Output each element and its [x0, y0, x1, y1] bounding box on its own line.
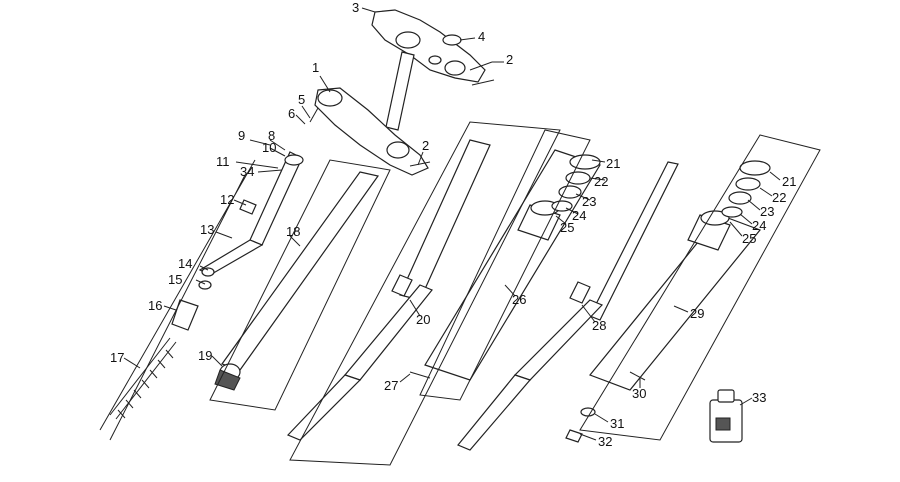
label-9: 9: [238, 128, 245, 143]
nut-part-4: [442, 34, 462, 46]
label-25-left: 25: [560, 220, 574, 235]
label-30: 30: [632, 386, 646, 401]
label-22-left: 22: [594, 174, 608, 189]
label-19: 19: [198, 348, 212, 363]
part-labels: 3 4 2 1 2 5 6 8 9 10 11 34 12 13 14 15 1…: [110, 0, 796, 449]
label-23-right: 23: [760, 204, 774, 219]
label-2-top: 2: [506, 52, 513, 67]
spacer-part-16: [171, 299, 199, 331]
label-20: 20: [416, 312, 430, 327]
label-17: 17: [110, 350, 124, 365]
label-24-left: 24: [572, 208, 586, 223]
label-31: 31: [610, 416, 624, 431]
lower-triple-clamp: [314, 87, 429, 176]
slider-part-29: [589, 210, 761, 391]
label-4: 4: [478, 29, 485, 44]
bolt-part-5: [309, 107, 319, 123]
outer-tube-part-18: [214, 171, 380, 391]
label-3: 3: [352, 0, 359, 15]
label-21-right: 21: [782, 174, 796, 189]
leader-lines: [123, 7, 781, 441]
bolt-part-2-lower: [409, 161, 431, 167]
oil-bottle-part-33: [709, 389, 743, 443]
label-16: 16: [148, 298, 162, 313]
bolt-part-32: [565, 429, 583, 443]
label-1: 1: [312, 60, 319, 75]
label-28: 28: [592, 318, 606, 333]
label-25-right: 25: [742, 231, 756, 246]
label-5: 5: [298, 92, 305, 107]
label-22-right: 22: [772, 190, 786, 205]
upper-triple-clamp: [371, 9, 486, 83]
fork-tube-part-13: [198, 151, 304, 276]
label-33: 33: [752, 390, 766, 405]
steering-stem: [385, 51, 415, 131]
label-12: 12: [220, 192, 234, 207]
screw-part-27: [409, 371, 431, 379]
bolts-part-2-top: [469, 61, 495, 86]
label-23-left: 23: [582, 194, 596, 209]
label-21-left: 21: [606, 156, 620, 171]
label-24-right: 24: [752, 218, 766, 233]
label-15: 15: [168, 272, 182, 287]
label-27: 27: [384, 378, 398, 393]
label-8: 8: [268, 128, 275, 143]
screw-part-30: [629, 371, 646, 381]
label-26: 26: [512, 292, 526, 307]
label-32: 32: [598, 434, 612, 449]
label-6: 6: [288, 106, 295, 121]
label-18: 18: [286, 224, 300, 239]
label-29: 29: [690, 306, 704, 321]
label-2-lower: 2: [422, 138, 429, 153]
label-34: 34: [240, 164, 254, 179]
label-11: 11: [216, 154, 230, 169]
label-10: 10: [262, 140, 276, 155]
damper-assembly-part-20: [286, 139, 491, 441]
damper-assembly-part-28: [457, 161, 679, 451]
label-13: 13: [200, 222, 214, 237]
label-14: 14: [178, 256, 192, 271]
frame-lines: [99, 121, 821, 466]
spring-part-17: [109, 337, 177, 420]
cap-stack-21-25-right: [721, 160, 771, 218]
